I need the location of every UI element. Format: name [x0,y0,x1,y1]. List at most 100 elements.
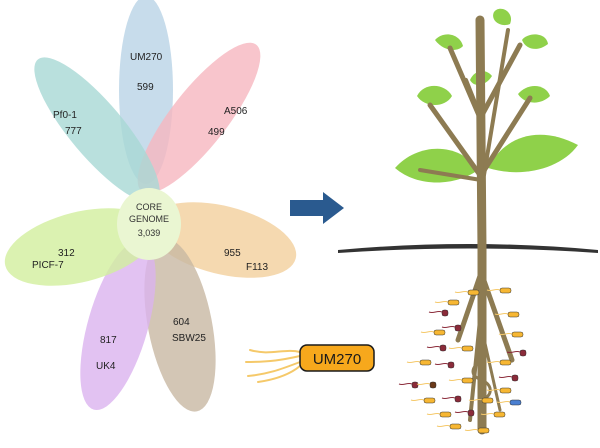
bacterium-cell [509,399,522,406]
bacterium-flagellum [486,288,501,292]
root [455,267,485,343]
root-bacteria-cluster [398,287,527,434]
bacterium-flagellum [480,412,495,416]
bacterium-flagellum [441,396,456,400]
bacterium-cell [519,349,527,357]
branch [482,28,510,177]
bacterium-cell [441,309,449,317]
bacterium-flagellum [496,400,511,404]
petal-label-sbw25: SBW25 [172,333,206,344]
petal-count-pf01: 777 [65,126,82,137]
bacterium-flagellum [434,362,449,366]
arrow-right-icon [290,192,344,224]
branch [480,95,533,175]
leaf [417,85,452,105]
bacterium-cell [447,299,460,306]
root [471,358,492,402]
leaf [488,134,578,173]
leaf [518,85,550,103]
bacterium-cell [423,397,436,404]
bacterium-flagellum [448,378,463,382]
bacterium-cell [429,381,437,389]
petal-a506 [137,42,261,194]
petal-label-picf7: PICF-7 [32,260,64,271]
plant-stems [418,15,533,435]
bacterium-flagella [245,349,301,383]
bacterium-flagellum [410,398,425,402]
bacterium-cell [461,377,474,384]
leaf [493,8,512,26]
bacterium-flagellum [420,330,435,334]
bacterium-flagellum [468,398,483,402]
bacterium-cell [439,344,447,352]
bacterium-cell [449,423,462,430]
branch [427,102,483,178]
bacterium-cell [481,397,494,404]
bacterium-cell [467,409,475,417]
bacterium-cell [419,359,432,366]
bacterium-cell [477,427,490,434]
bacterium-cell [454,395,462,403]
bacterium-flagellum [436,424,451,428]
bacterium-flagellum [486,360,501,364]
bacterium-flagellum [506,350,521,354]
bacterium-cell [499,359,512,366]
bacterium-flagellum [494,312,509,316]
bacterium-flagellum [428,310,443,314]
petal-pf01 [34,57,160,203]
pan-genome-flower: CORE GENOME 3,039 UM270 599 A506 499 955… [4,0,297,412]
core-genome-label-line1: CORE [136,202,162,212]
bacterium-cell [447,361,455,369]
bacterium-flagellum [406,360,421,364]
bacterium-flagellum [486,388,501,392]
branch [418,168,483,182]
plant-leaves [395,8,578,183]
bacterium-cell [454,324,462,332]
petal-uk4 [80,240,156,410]
bacterium-cell [511,374,519,382]
bacterium-cell [499,287,512,294]
petal-label-uk4: UK4 [96,361,116,372]
leaf [522,34,548,49]
bacterium-cell [493,411,506,418]
bacterium-cell [433,329,446,336]
bacterium-flagellum [426,412,441,416]
core-genome-label-line2: GENOME [129,214,169,224]
petal-label-um270: UM270 [130,52,163,63]
petal-count-sbw25: 604 [173,317,190,328]
bacterium-flagellum [398,382,413,386]
petal-label-f113: F113 [246,262,268,273]
bacterium-flagellum [498,375,513,379]
bacterium-cell [461,345,474,352]
petal-count-picf7: 312 [58,248,75,259]
bacterium-flagellum [454,290,469,294]
root [480,328,502,412]
bacterium-flagellum [454,410,469,414]
petal-count-uk4: 817 [100,335,117,346]
petal-label-pf01: Pf0-1 [53,110,77,121]
core-genome-count: 3,039 [138,228,161,238]
bacterium-cell [439,411,452,418]
bacterium-flagellum [498,332,513,336]
bacterium-cell [411,381,419,389]
petal-count-um270: 599 [137,82,154,93]
bacterium-flagellum [464,428,479,432]
um270-label: UM270 [313,351,361,368]
um270-inoculant: UM270 [245,344,375,383]
core-genome-circle [117,188,181,260]
bacterium-cell [511,331,524,338]
bacterium-flagellum [434,300,449,304]
um270-label-box [299,344,375,372]
leaf [395,148,478,183]
root [479,272,515,363]
bacterium-cell [467,289,480,296]
bacterium-cell [499,387,512,394]
branch [464,78,484,122]
leaf [435,34,463,50]
bacterium-flagellum [441,325,456,329]
bacterium-cell [507,311,520,318]
bacterium-flagellum [426,345,441,349]
petal-count-a506: 499 [208,127,225,138]
main-stem [475,15,487,435]
bacterium-flagellum [448,346,463,350]
